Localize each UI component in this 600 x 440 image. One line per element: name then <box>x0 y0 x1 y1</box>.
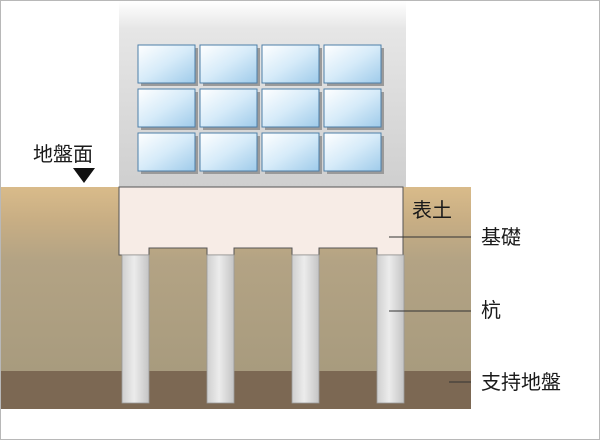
window-pane <box>137 44 196 84</box>
bearing-layer-label: 支持地盤 <box>481 370 561 394</box>
window-pane <box>323 44 382 84</box>
window-pane <box>137 132 196 172</box>
topsoil-label: 表土 <box>412 198 452 222</box>
pile-label: 杭 <box>481 298 501 322</box>
foundation-block <box>118 186 404 256</box>
window-pane <box>261 88 320 128</box>
building-windows <box>137 44 384 174</box>
ground-surface-label: 地盤面 <box>33 142 93 166</box>
window-pane <box>261 44 320 84</box>
window-pane <box>261 132 320 172</box>
window-pane <box>199 132 258 172</box>
pile <box>206 254 235 404</box>
ground-level-marker-icon <box>73 168 95 183</box>
piles <box>121 254 405 404</box>
window-pane <box>323 88 382 128</box>
window-pane <box>199 44 258 84</box>
pile <box>291 254 320 404</box>
pile <box>121 254 150 404</box>
window-pane <box>323 132 382 172</box>
pile <box>376 254 405 404</box>
window-pane <box>137 88 196 128</box>
window-pane <box>199 88 258 128</box>
foundation-label: 基礎 <box>481 225 521 249</box>
